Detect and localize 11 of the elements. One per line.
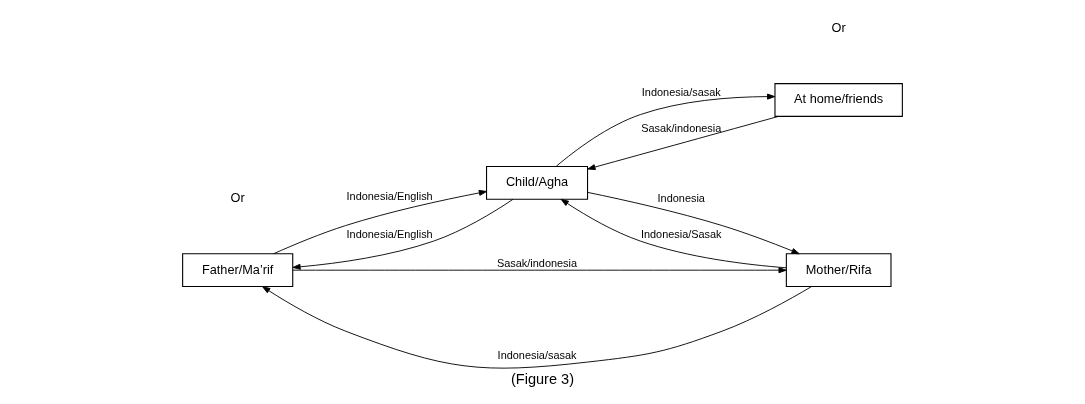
label: Or	[230, 189, 245, 205]
edge-label: Indonesia/English	[346, 189, 433, 202]
edge-label: Indonesia	[657, 191, 705, 204]
edge-label: Sasak/indonesia	[497, 257, 578, 270]
edge-label: Indonesia/Sasak	[640, 227, 722, 240]
edge-label: Sasak/indonesia	[641, 121, 722, 134]
label: Or	[831, 19, 846, 35]
edge-label: Indonesia/English	[346, 227, 433, 240]
edge-label: Indonesia/sasak	[497, 348, 577, 361]
caption: (Figure 3)	[510, 370, 575, 387]
edge-label: Indonesia/sasak	[641, 86, 721, 99]
